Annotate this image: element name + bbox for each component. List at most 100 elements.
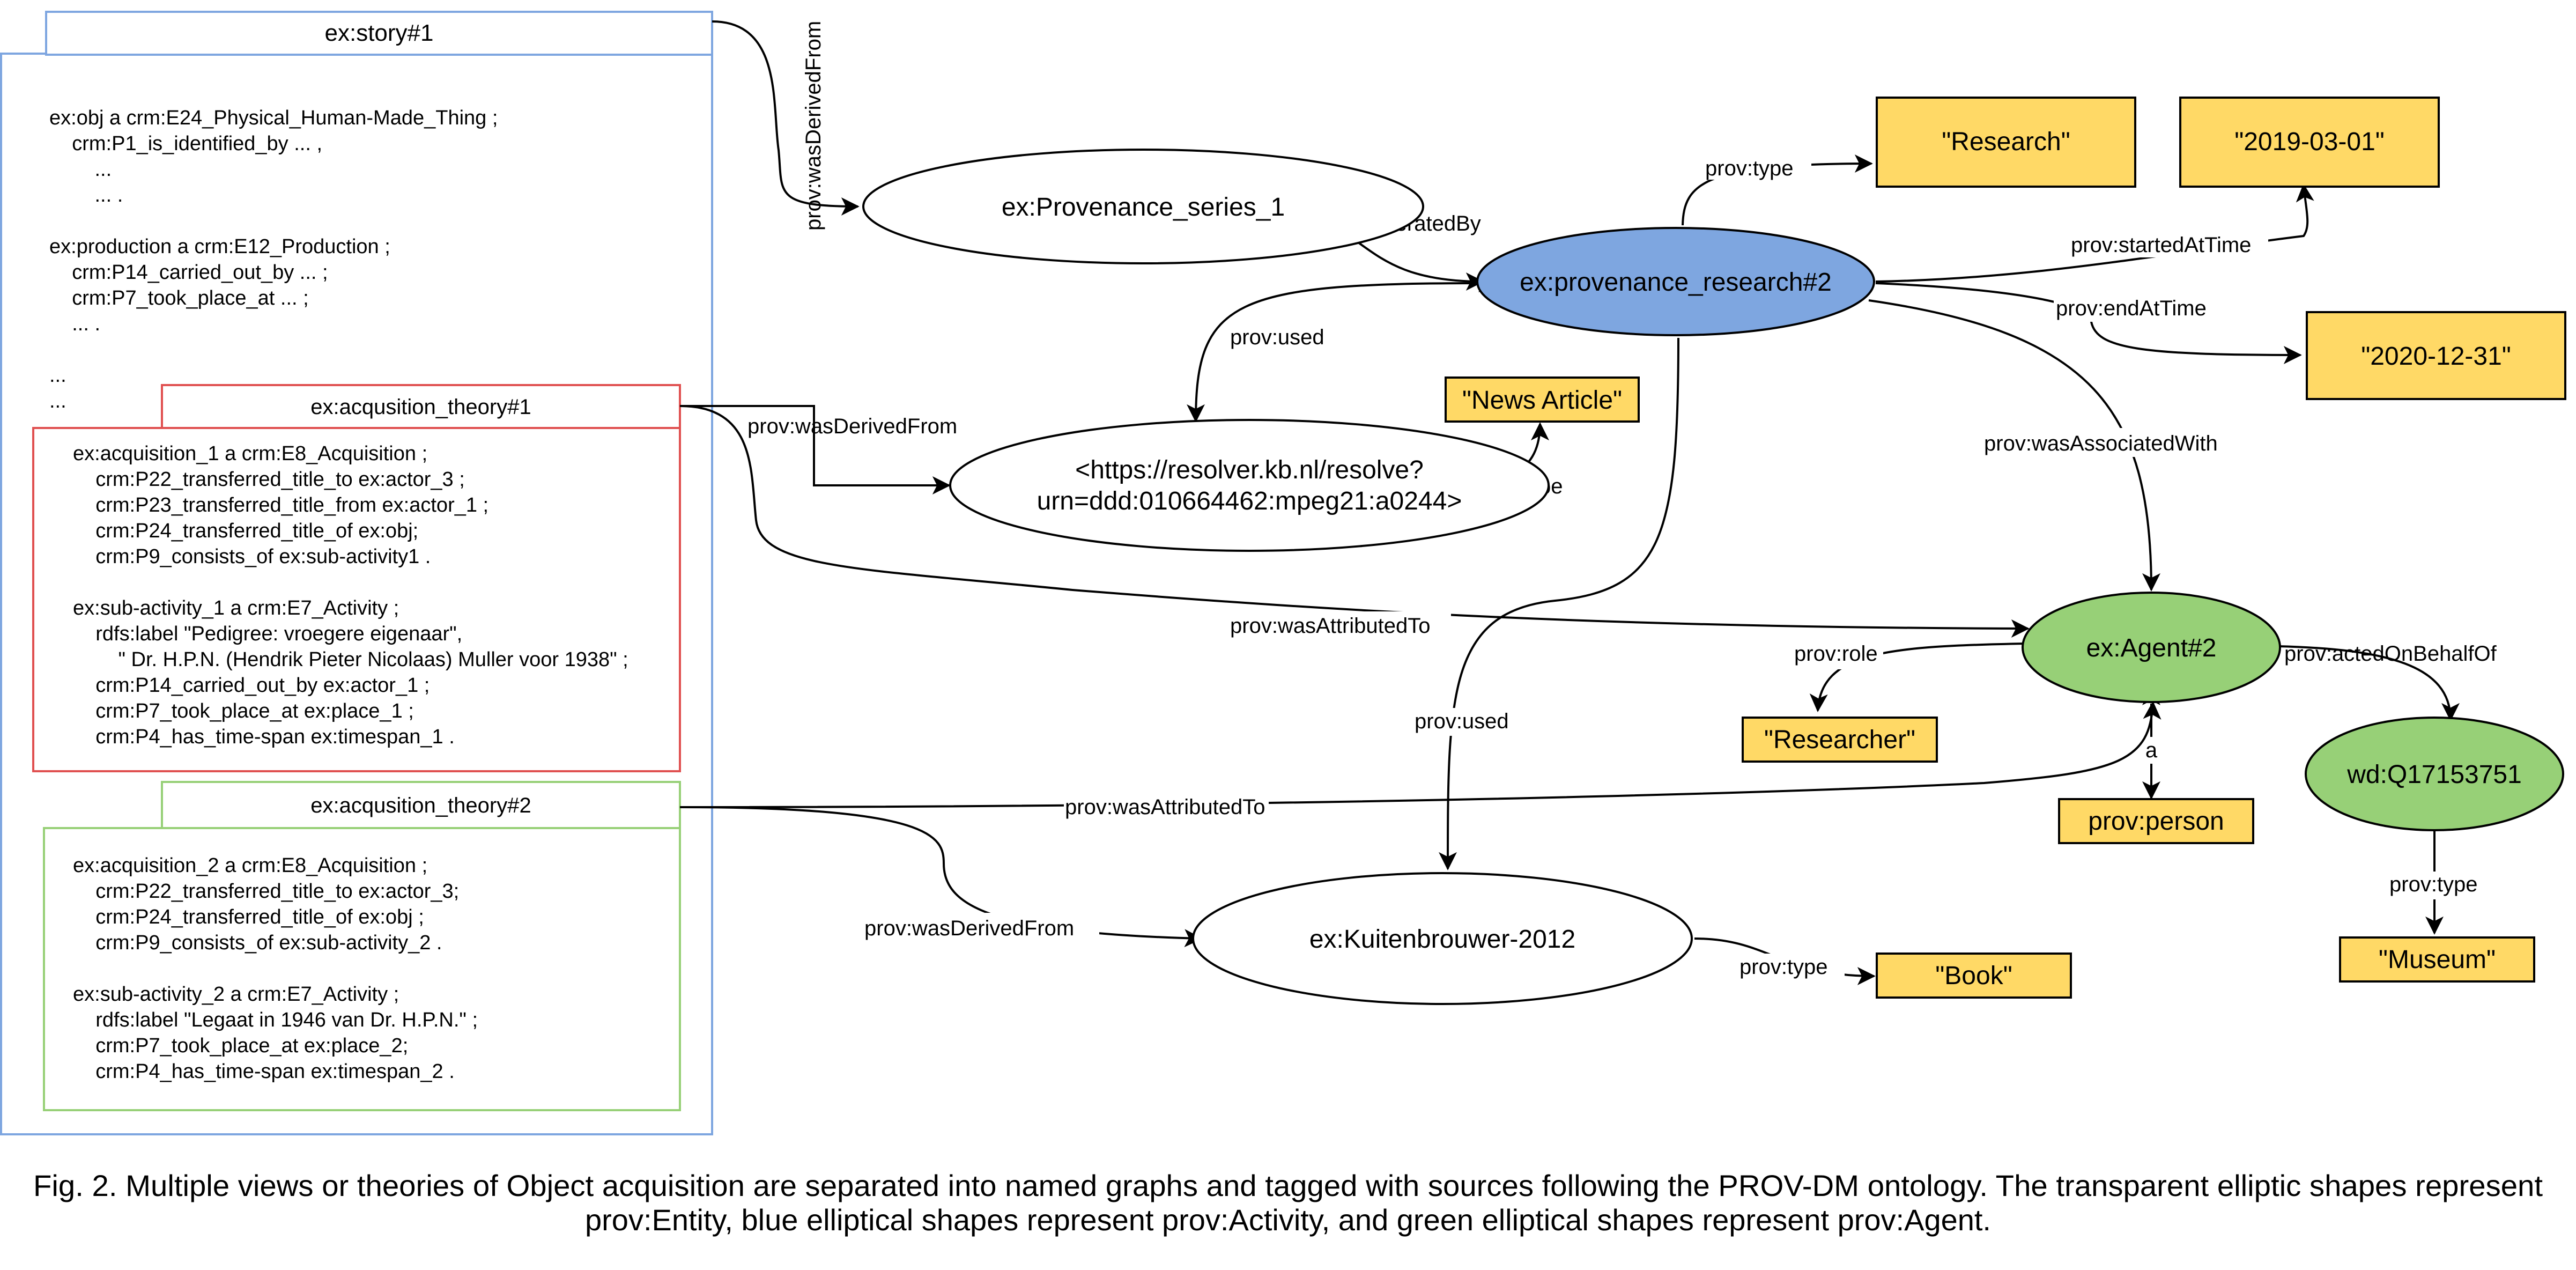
story-code-line: ex:obj a crm:E24_Physical_Human-Made_Thi… xyxy=(49,107,498,129)
theory2-graph: ex:acqusition_theory#2 ex:acquisition_2 … xyxy=(43,781,681,1111)
literal-museum: "Museum" xyxy=(2379,946,2496,974)
story-code-line: crm:P7_took_place_at ... ; xyxy=(49,287,309,309)
node-provenance-research xyxy=(1476,227,1875,336)
theory2-code-line: crm:P9_consists_of ex:sub-activity_2 . xyxy=(73,932,442,954)
edge-label-attributed-1: prov:wasAttributedTo xyxy=(1230,614,1431,638)
theory2-outer-box xyxy=(43,827,681,1111)
edge-label-acted-on-behalf: prov:actedOnBehalfOf xyxy=(2284,642,2497,666)
literals: "Research" "2019-03-01" "2020-12-31" "Ne… xyxy=(1445,97,2566,999)
edge-label-associated-with: prov:wasAssociatedWith xyxy=(1984,432,2218,455)
edge-story-derived xyxy=(712,20,860,216)
theory2-code-line: crm:P4_has_time-span ex:timespan_2 . xyxy=(73,1060,455,1083)
theory2-code-line: ex:sub-activity_2 a crm:E7_Activity ; xyxy=(73,983,399,1006)
node-resolver-line1: <https://resolver.kb.nl/resolve? xyxy=(1075,456,1424,484)
node-wd xyxy=(2305,717,2564,831)
literal-news-article: "News Article" xyxy=(1462,386,1622,415)
theory2-code-line: rdfs:label "Legaat in 1946 van Dr. H.P.N… xyxy=(73,1009,478,1031)
edge-label-end-at: prov:endAtTime xyxy=(2056,297,2207,320)
theory1-title-box xyxy=(161,384,681,429)
theory1-code-line: crm:P4_has_time-span ex:timespan_1 . xyxy=(73,726,455,748)
edge-label-used-top: prov:used xyxy=(1230,326,1324,349)
theory2-code-line: crm:P24_transferred_title_of ex:obj ; xyxy=(73,906,424,928)
edge-label-t1-derived: prov:wasDerivedFrom xyxy=(747,415,957,438)
literal-book: "Book" xyxy=(1935,962,2012,990)
node-provenance-series-label: ex:Provenance_series_1 xyxy=(1002,193,1285,221)
node-wd-label: wd:Q17153751 xyxy=(2346,760,2522,789)
theory1-code-line: ex:acquisition_1 a crm:E8_Acquisition ; xyxy=(73,442,427,465)
edge-used-top xyxy=(1187,274,1497,423)
literal-research: "Research" xyxy=(1942,128,2070,156)
story-graph: ex:story#1 ex:obj a crm:E24_Physical_Hum… xyxy=(0,11,713,1135)
figure-caption-line1: Fig. 2. Multiple views or theories of Ob… xyxy=(33,1169,2543,1202)
edge-attributed-1 xyxy=(679,405,2030,638)
node-agent xyxy=(2022,592,2281,703)
theory1-code-line: crm:P23_transferred_title_from ex:actor_… xyxy=(73,494,488,516)
edge-label-role: prov:role xyxy=(1794,642,1878,666)
story-code-line: crm:P1_is_identified_by ... , xyxy=(49,132,322,155)
theory2-title-box xyxy=(161,781,681,829)
theory1-code-line: crm:P22_transferred_title_to ex:actor_3 … xyxy=(73,468,465,491)
node-resolver xyxy=(949,419,1550,552)
theory1-code-line xyxy=(73,571,79,594)
theory1-graph: ex:acqusition_theory#1 ex:acquisition_1 … xyxy=(32,384,681,772)
edge-t1-derived xyxy=(680,405,951,494)
theory2-code-line: crm:P7_took_place_at ex:place_2; xyxy=(73,1035,408,1057)
theory1-code-line: " Dr. H.P.N. (Hendrik Pieter Nicolaas) M… xyxy=(73,648,628,671)
literal-date-end: "2020-12-31" xyxy=(2361,342,2511,371)
node-kuitenbrouwer-label: ex:Kuitenbrouwer-2012 xyxy=(1309,925,1575,954)
story-title-box xyxy=(45,11,713,56)
theory1-code: ex:acquisition_1 a crm:E8_Acquisition ; … xyxy=(73,442,628,748)
literal-museum-box xyxy=(2339,936,2535,983)
theory1-code-line: rdfs:label "Pedigree: vroegere eigenaar"… xyxy=(73,623,462,645)
story-code: ex:obj a crm:E24_Physical_Human-Made_Thi… xyxy=(49,107,498,412)
theory1-code-line: crm:P7_took_place_at ex:place_1 ; xyxy=(73,700,414,722)
figure-caption-line2: prov:Entity, blue elliptical shapes repr… xyxy=(585,1203,1991,1237)
theory1-code-line: crm:P24_transferred_title_of ex:obj; xyxy=(73,520,418,542)
literal-date-end-box xyxy=(2306,311,2566,400)
story-code-line: crm:P14_carried_out_by ... ; xyxy=(49,261,328,284)
theory1-code-line: crm:P9_consists_of ex:sub-activity1 . xyxy=(73,545,431,568)
theory2-code-line xyxy=(73,957,79,980)
theory2-title: ex:acqusition_theory#2 xyxy=(310,794,531,817)
node-resolver-line2: urn=ddd:010664462:mpeg21:a0244> xyxy=(1037,487,1462,515)
nodes: ex:Provenance_series_1 ex:provenance_res… xyxy=(862,149,2564,1005)
node-provenance-series xyxy=(862,149,1424,264)
literal-book-box xyxy=(1876,952,2072,999)
story-code-line: ... . xyxy=(49,313,100,335)
story-code-line: ex:production a crm:E12_Production ; xyxy=(49,235,390,258)
theory2-code-line: ex:acquisition_2 a crm:E8_Acquisition ; xyxy=(73,854,427,877)
literal-prov-person-box xyxy=(2058,798,2254,844)
theory1-code-line: crm:P14_carried_out_by ex:actor_1 ; xyxy=(73,674,430,697)
edge-label-attributed-2: prov:wasAttributedTo xyxy=(1065,795,1265,819)
story-code-line: ... xyxy=(49,158,112,181)
edge-label-research-type: prov:type xyxy=(1705,157,1794,180)
edge-label-used-bottom: prov:used xyxy=(1415,710,1509,733)
edge-label-wd-type: prov:type xyxy=(2389,873,2478,896)
theory1-outer-box xyxy=(32,427,681,772)
story-code-line xyxy=(49,210,55,232)
story-code-line: ... xyxy=(49,364,66,387)
edge-label-agent-a: a xyxy=(2145,739,2158,762)
edge-label-started-at: prov:startedAtTime xyxy=(2071,233,2251,257)
theory2-code-line: crm:P22_transferred_title_to ex:actor_3; xyxy=(73,880,459,903)
edge-label-t2-derived: prov:wasDerivedFrom xyxy=(864,917,1074,940)
theory2-code: ex:acquisition_2 a crm:E8_Acquisition ; … xyxy=(73,854,478,1083)
story-title: ex:story#1 xyxy=(325,20,434,46)
node-agent-label: ex:Agent#2 xyxy=(2086,634,2217,662)
story-code-line: ... xyxy=(49,390,66,412)
edge-acted-on-behalf xyxy=(2277,645,2460,721)
node-kuitenbrouwer xyxy=(1192,872,1693,1005)
edge-label-book-type: prov:type xyxy=(1739,955,1828,979)
literal-research-box xyxy=(1876,97,2136,188)
theory1-code-line: ex:sub-activity_1 a crm:E7_Activity ; xyxy=(73,597,399,619)
edge-label-story-derived: prov:wasDerivedFrom xyxy=(802,21,825,231)
literal-date-start-box xyxy=(2179,97,2440,188)
literal-researcher: "Researcher" xyxy=(1764,726,1915,754)
literal-date-start: "2019-03-01" xyxy=(2234,128,2385,156)
literal-prov-person: prov:person xyxy=(2088,807,2224,836)
theory1-title: ex:acqusition_theory#1 xyxy=(310,395,531,419)
story-code-line: ... . xyxy=(49,184,123,206)
literal-news-article-box xyxy=(1445,376,1640,423)
literal-researcher-box xyxy=(1742,717,1938,763)
edge-associated-with xyxy=(1868,299,2160,592)
